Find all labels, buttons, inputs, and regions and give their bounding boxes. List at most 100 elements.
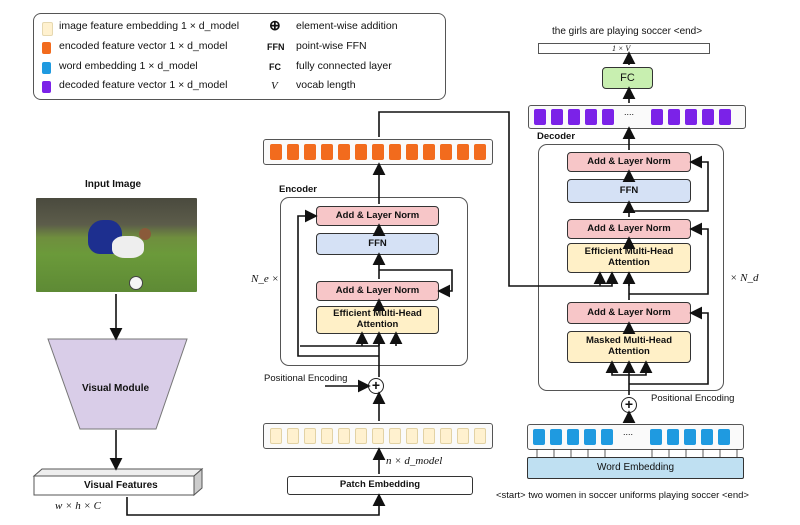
- encoded-feature-token: [355, 144, 367, 160]
- encoded-feature-token: [423, 144, 435, 160]
- encoded-feature-strip: [263, 139, 493, 165]
- encoded-feature-token: [389, 144, 401, 160]
- decoder-efficient-attention-label: Efficient Multi-Head Attention: [584, 246, 674, 268]
- word-token: [601, 429, 613, 445]
- encoded-feature-token: [270, 144, 282, 160]
- legend-item-word: word embedding 1 × d_model: [59, 60, 198, 72]
- fc-output-dims: 1 × V: [612, 44, 631, 53]
- image-feature-token: [287, 428, 299, 444]
- image-feature-token: [389, 428, 401, 444]
- legend-swatch-word: [42, 62, 51, 74]
- decoded-feature-token: [668, 109, 680, 125]
- image-feature-strip: [263, 423, 493, 449]
- output-sentence: the girls are playing soccer <end>: [552, 26, 703, 37]
- image-feature-token: [406, 428, 418, 444]
- word-token: [567, 429, 579, 445]
- encoded-feature-token: [287, 144, 299, 160]
- legend-item-decoded: decoded feature vector 1 × d_model: [59, 79, 228, 91]
- word-token: [650, 429, 662, 445]
- legend-swatch-decoded: [42, 81, 51, 93]
- decoded-feature-token: [702, 109, 714, 125]
- decoded-feature-strip: ....: [528, 105, 746, 129]
- decoder-masked-attention-label: Masked Multi-Head Attention: [585, 335, 673, 357]
- input-image: [36, 198, 197, 292]
- legend-symbol-ffn: FFN: [267, 42, 285, 52]
- input-sentence: <start> two women in soccer uniforms pla…: [496, 490, 749, 501]
- encoded-feature-token: [304, 144, 316, 160]
- word-token: [684, 429, 696, 445]
- encoded-feature-token: [321, 144, 333, 160]
- word-token: [667, 429, 679, 445]
- player-white: [112, 236, 144, 258]
- decoder-repeat: × N_d: [730, 272, 759, 284]
- image-feature-token: [304, 428, 316, 444]
- encoded-feature-token: [457, 144, 469, 160]
- image-feature-token: [338, 428, 350, 444]
- legend-item-encoded: encoded feature vector 1 × d_model: [59, 40, 228, 52]
- image-feature-token: [474, 428, 486, 444]
- encoded-feature-token: [406, 144, 418, 160]
- legend-symbol-v-text: vocab length: [296, 79, 356, 91]
- input-image-title: Input Image: [85, 179, 142, 190]
- decoded-feature-token: [719, 109, 731, 125]
- encoded-feature-token: [338, 144, 350, 160]
- encoder-region: [280, 197, 468, 366]
- visual-features-label: Visual Features: [84, 480, 158, 491]
- word-token: [584, 429, 596, 445]
- legend-symbol-v: V: [271, 80, 278, 92]
- fc-label: FC: [620, 71, 635, 84]
- decoded-feature-token: [534, 109, 546, 125]
- image-feature-token: [423, 428, 435, 444]
- legend-symbol-add: ⊕: [269, 17, 281, 33]
- decoder-add-norm-2-label: Add & Layer Norm: [587, 222, 671, 234]
- patch-embedding-label: Patch Embedding: [339, 479, 421, 491]
- encoded-feature-token: [440, 144, 452, 160]
- legend-swatch-encoded: [42, 42, 51, 54]
- legend-symbol-ffn-text: point-wise FFN: [296, 40, 367, 52]
- encoder-attention-label: Efficient Multi-Head Attention: [333, 308, 422, 330]
- encoder-ffn-label: FFN: [368, 237, 387, 249]
- soccer-ball: [129, 276, 143, 290]
- word-embedding-box: Word Embedding: [527, 457, 744, 479]
- ellipsis-label: ....: [624, 107, 635, 117]
- decoder-add-norm-3-label: Add & Layer Norm: [587, 306, 671, 318]
- encoder-add-norm-top-label: Add & Layer Norm: [335, 209, 420, 221]
- image-feature-token: [457, 428, 469, 444]
- encoded-feature-token: [372, 144, 384, 160]
- legend-symbol-fc: FC: [269, 62, 281, 72]
- encoder-title: Encoder: [279, 184, 318, 195]
- player-head: [139, 228, 151, 240]
- decoded-feature-token: [585, 109, 597, 125]
- word-embedding-label: Word Embedding: [596, 462, 675, 474]
- word-embedding-strip: ....: [527, 424, 744, 450]
- positional-encoding-encoder-label: Positional Encoding: [264, 373, 348, 384]
- decoded-feature-token: [551, 109, 563, 125]
- decoder-add-norm-1-label: Add & Layer Norm: [587, 155, 671, 167]
- word-token: [718, 429, 730, 445]
- word-token: [550, 429, 562, 445]
- decoded-feature-token: [685, 109, 697, 125]
- decoder-region: [538, 144, 724, 391]
- image-feature-token: [270, 428, 282, 444]
- encoded-feature-token: [474, 144, 486, 160]
- visual-module-label: Visual Module: [82, 383, 150, 394]
- legend-item-image-feature: image feature embedding 1 × d_model: [59, 20, 240, 32]
- decoder-ffn-label: FFN: [619, 184, 639, 196]
- encoder-repeat: N_e ×: [251, 273, 279, 285]
- decoded-feature-token: [651, 109, 663, 125]
- encoder-add-norm-bottom-label: Add & Layer Norm: [335, 284, 420, 296]
- image-feature-token: [355, 428, 367, 444]
- image-feature-token: [440, 428, 452, 444]
- legend-symbol-fc-text: fully connected layer: [296, 60, 392, 72]
- word-token: [533, 429, 545, 445]
- legend-symbol-add-text: element-wise addition: [296, 20, 398, 32]
- legend-swatch-image-feature: [42, 22, 53, 36]
- decoded-feature-token: [568, 109, 580, 125]
- decoder-efficient-attention: Efficient Multi-Head Attention: [567, 243, 691, 273]
- legend: image feature embedding 1 × d_model enco…: [33, 13, 446, 100]
- ellipsis-label: ....: [623, 427, 634, 437]
- patch-dims: n × d_model: [386, 455, 443, 467]
